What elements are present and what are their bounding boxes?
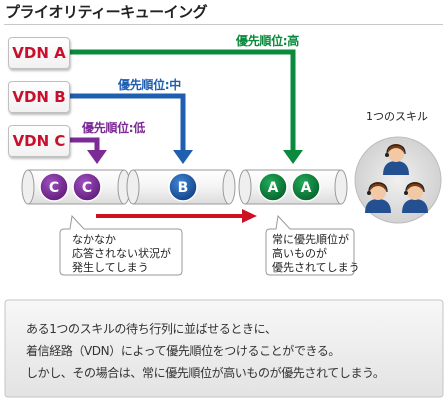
callout-left-line: 発生してしまう <box>72 261 149 274</box>
vdn-a-box: VDN A <box>8 37 70 69</box>
page-title: プライオリティーキューイング <box>5 3 208 21</box>
svg-text:C: C <box>82 180 92 196</box>
callout-right-line: 常に優先順位が <box>272 233 349 246</box>
call-ball-b1: B <box>168 172 198 202</box>
priority-line-c <box>70 137 100 152</box>
callout-right-bubble <box>265 214 355 276</box>
priority-label-b: 優先順位:中 <box>118 78 181 92</box>
callout-right-text: 常に優先順位が 高いものが 優先されてしまう <box>272 233 360 275</box>
priority-label-c: 優先順位:低 <box>82 121 145 135</box>
call-ball-a1: A <box>258 172 288 202</box>
agent-icon <box>402 182 428 213</box>
vdn-c-box: VDN C <box>8 125 70 157</box>
vdn-b-box: VDN B <box>8 81 70 113</box>
priority-arrowhead-c <box>87 150 107 164</box>
call-ball-c1: C <box>39 172 69 202</box>
priority-arrowhead-a <box>283 150 303 164</box>
note-line: ある1つのスキルの待ち行列に並ばせるときに、 <box>26 322 277 336</box>
priority-label-a: 優先順位:高 <box>236 34 299 48</box>
priority-line-a <box>70 49 296 152</box>
priority-arrowhead-b <box>173 150 193 164</box>
agent-icon <box>383 144 409 175</box>
title-divider <box>4 24 443 25</box>
svg-text:A: A <box>301 180 312 196</box>
note-line: しかし、その場合は、常に優先順位が高いものが優先されてしまう。 <box>26 366 385 380</box>
call-ball-a2: A <box>291 172 321 202</box>
callout-left-line: 応答されない状況が <box>72 247 171 260</box>
callout-right-line: 優先されてしまう <box>272 261 360 274</box>
skill-label: 1つのスキル <box>366 110 428 123</box>
callout-left-bubble <box>59 214 183 276</box>
call-ball-c2: C <box>72 172 102 202</box>
note-line: 着信経路（VDN）によって優先順位をつけることができる。 <box>26 344 341 358</box>
callout-right-line: 高いものが <box>272 247 327 260</box>
note-text: ある1つのスキルの待ち行列に並ばせるときに、 着信経路（VDN）によって優先順位… <box>26 318 385 384</box>
svg-text:C: C <box>49 180 59 196</box>
agent-icon <box>365 182 391 213</box>
callout-left-text: なかなか 応答されない状況が 発生してしまう <box>72 233 171 275</box>
svg-text:A: A <box>268 180 279 196</box>
flow-arrowhead <box>242 209 257 223</box>
svg-text:B: B <box>178 180 189 196</box>
callout-left-line: なかなか <box>72 233 116 246</box>
note-box <box>4 299 444 398</box>
priority-line-b <box>70 93 186 152</box>
